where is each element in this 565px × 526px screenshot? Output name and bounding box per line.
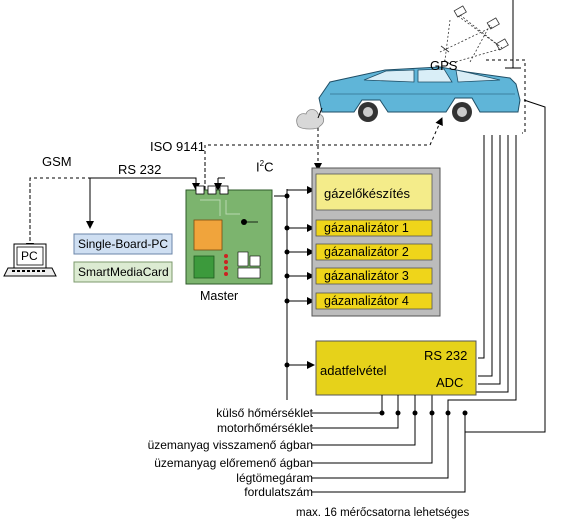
daq-rs232-label: RS 232	[424, 348, 468, 363]
analyzer-label-2: gázanalizátor 2	[324, 245, 409, 259]
sensor-junctions	[379, 410, 468, 416]
smartmediacard-box	[73, 261, 173, 283]
bus-junctions	[284, 193, 290, 368]
pc-label: PC	[21, 249, 38, 263]
single-board-pc-box	[73, 233, 173, 255]
bus-taps	[287, 186, 315, 369]
smartmediacard-label: SmartMediaCard	[78, 265, 169, 279]
exhaust-cloud-icon	[296, 109, 324, 130]
iso9141-label: ISO 9141	[150, 139, 205, 154]
analyzer-label-3: gázanalizátor 3	[324, 269, 409, 283]
gps-satellites-icon	[439, 5, 509, 65]
sensor-label-3: üzemanyag visszamenő ágban	[147, 438, 313, 452]
pc-laptop-icon	[3, 243, 57, 277]
sensor-label-2: motorhőmérséklet	[216, 421, 313, 435]
analyzer-box-1	[315, 219, 433, 237]
rs232-link	[90, 177, 200, 191]
sensor-label-6: fordulatszám	[244, 485, 313, 499]
analyzer-box-2	[315, 243, 433, 261]
single-board-pc-label: Single-Board-PC	[78, 237, 169, 251]
rs232-left-label: RS 232	[118, 162, 162, 177]
sensor-label-1: külső hőmérséklet	[216, 406, 313, 420]
i2c-label: I2C	[256, 159, 274, 175]
analyzer-box-3	[315, 267, 433, 285]
daq-adc-label: ADC	[436, 375, 464, 390]
analyzer-label-1: gázanalizátor 1	[324, 221, 409, 235]
sensor-lines	[312, 395, 466, 493]
i2c-label-main: I	[256, 159, 260, 175]
gsm-label: GSM	[42, 154, 72, 169]
car-icon	[318, 66, 521, 122]
i2c-label-tail: C	[264, 159, 274, 175]
master-board-icon	[185, 185, 273, 285]
gas-prep-label: gázelőkészítés	[324, 186, 410, 201]
i2c-label-sup: 2	[259, 159, 265, 168]
gas-prep-box	[315, 173, 433, 211]
sensor-label-4: üzemanyag előremenő ágban	[154, 456, 313, 470]
sensor-label-5: légtömegáram	[236, 471, 313, 485]
gps-label: GPS	[430, 58, 458, 73]
analyzer-label-4: gázanalizátor 4	[324, 294, 409, 308]
daq-label: adatfelvétel	[320, 363, 387, 378]
gps-link	[486, 59, 526, 134]
footer-note: max. 16 mérőcsatorna lehetséges	[296, 507, 470, 519]
master-label: Master	[200, 289, 239, 303]
iso9141-link	[204, 117, 443, 190]
daq-box	[315, 340, 477, 396]
analyzer-box-4	[315, 292, 433, 310]
